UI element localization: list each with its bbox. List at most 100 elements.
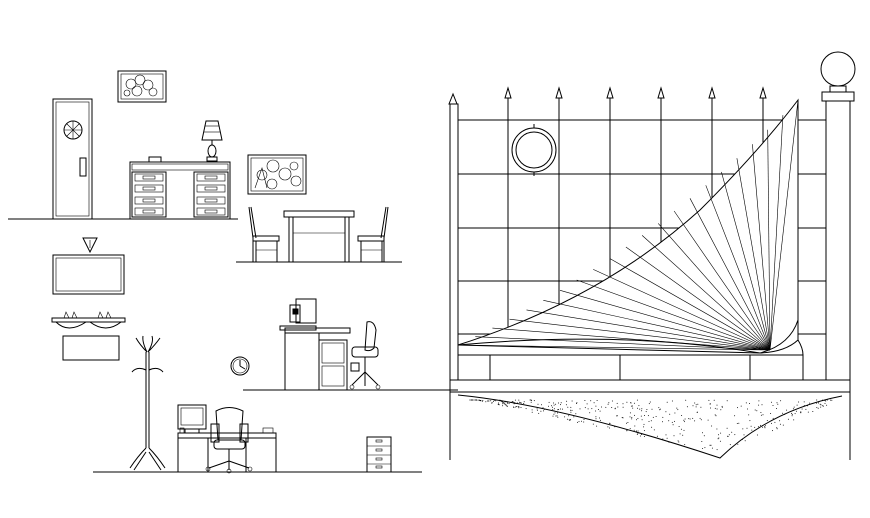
skirt-stipple-dot	[791, 412, 792, 414]
skirt-stipple-dot	[548, 401, 550, 403]
skirt-stipple-dot	[760, 424, 761, 426]
skirt-stipple-dot	[805, 408, 807, 410]
skirt-stipple-dot	[629, 412, 631, 414]
skirt-stipple-dot	[533, 400, 535, 402]
skirt-stipple-dot	[668, 441, 670, 443]
skirt-stipple-dot	[758, 404, 760, 406]
skirt-stipple-dot	[758, 400, 760, 402]
skirt-stipple-dot	[592, 423, 594, 425]
skirt-stipple-dot	[795, 410, 797, 412]
bed-frame	[449, 339, 851, 393]
skirt-stipple-dot	[662, 416, 664, 418]
skirt-stipple-dot	[609, 422, 610, 424]
skirt-stipple-dot	[791, 415, 793, 417]
skirt-stipple-dot	[641, 410, 643, 412]
canopy-pleat-line	[625, 246, 771, 351]
skirt-stipple-dot	[627, 422, 629, 423]
skirt-stipple-dot	[485, 401, 487, 403]
skirt-stipple-dot	[824, 400, 826, 401]
skirt-stipple-dot	[641, 419, 643, 421]
skirt-stipple-dot	[553, 410, 555, 412]
dining-table	[283, 210, 355, 263]
skirt-stipple-dot	[552, 406, 553, 408]
framed-picture	[247, 154, 307, 195]
skirt-stipple-dot	[519, 402, 521, 403]
canopy-pleat-line	[769, 115, 784, 351]
skirt-stipple-dot	[688, 418, 690, 420]
skirt-stipple-dot	[674, 420, 675, 422]
skirt-stipple-dot	[575, 413, 577, 415]
skirt-stipple-dot	[584, 400, 586, 401]
skirt-stipple-dot	[502, 403, 504, 405]
skirt-stipple-dot	[820, 406, 822, 408]
skirt-stipple-dot	[595, 410, 597, 412]
skirt-stipple-dot	[666, 401, 668, 403]
skirt-stipple-dot	[776, 427, 778, 429]
finial-posts	[448, 86, 767, 105]
bathroom-elevation	[51, 237, 166, 471]
canopy-pleat-line	[705, 185, 771, 351]
skirt-stipple-dot	[794, 413, 796, 415]
skirt-stipple-dot	[599, 410, 601, 412]
skirt-stipple-dot	[554, 412, 556, 414]
skirt-stipple-dot	[695, 404, 697, 406]
skirt-stipple-dot	[718, 437, 720, 439]
skirt-stipple-dot	[498, 404, 500, 406]
skirt-stipple-dot	[577, 421, 578, 423]
skirt-stipple-dot	[633, 429, 635, 431]
skirt-stipple-dot	[513, 406, 515, 408]
canopy-pleat-line	[593, 269, 771, 351]
skirt-stipple-dot	[671, 421, 673, 423]
skirt-stipple-dot	[695, 406, 697, 408]
skirt-stipple-dot	[726, 400, 728, 402]
skirt-stipple-dot	[542, 407, 544, 409]
skirt-stipple-dot	[734, 434, 736, 436]
table-lamp	[201, 120, 223, 162]
skirt-stipple-dot	[680, 428, 682, 430]
skirt-stipple-dot	[682, 434, 684, 436]
skirt-stipple-dot	[720, 409, 722, 411]
skirt-stipple-dot	[801, 408, 803, 410]
computer-desk	[177, 404, 277, 473]
skirt-stipple-dot	[557, 409, 559, 411]
skirt-stipple-dot	[472, 399, 474, 401]
skirt-stipple-dot	[626, 401, 628, 403]
skirt-stipple-dot	[647, 415, 649, 417]
skirt-stipple-dot	[756, 434, 758, 436]
skirt-stipple-dot	[683, 419, 685, 421]
skirt-stipple-dot	[638, 405, 640, 407]
skirt-stipple-dot	[686, 406, 688, 408]
skirt-stipple-dot	[493, 400, 495, 401]
skirt-stipple-dot	[714, 414, 716, 416]
framed-picture	[117, 70, 167, 103]
skirt-stipple-dot	[677, 409, 679, 411]
skirt-stipple-dot	[716, 408, 718, 410]
skirt-stipple-dot	[567, 406, 569, 408]
skirt-stipple-dot	[707, 419, 709, 421]
skirt-stipple-dot	[504, 403, 506, 405]
skirt-stipple-dot	[708, 399, 710, 401]
skirt-stipple-dot	[807, 405, 808, 407]
skirt-stipple-dot	[499, 400, 501, 402]
skirt-stipple-dot	[608, 402, 610, 404]
skirt-stipple-dot	[766, 420, 768, 422]
skirt-stipple-dot	[568, 419, 570, 421]
skirt-stipple-dot	[614, 426, 616, 428]
skirt-stipple-dot	[639, 408, 641, 410]
skirt-stipple-dot	[760, 414, 762, 416]
computer-monitor	[177, 404, 207, 430]
skirt-stipple-dot	[616, 402, 618, 404]
skirt-stipple-dot	[740, 405, 742, 407]
skirt-stipple-dot	[541, 404, 542, 406]
skirt-stipple-dot	[498, 402, 500, 404]
skirt-stipple-dot	[636, 434, 638, 435]
skirt-stipple-dot	[719, 440, 721, 442]
skirt-stipple-dot	[570, 409, 572, 411]
skirt-stipple-dot	[772, 405, 774, 406]
skirt-stipple-dot	[713, 399, 715, 401]
skirt-stipple-dot	[792, 408, 794, 410]
skirt-stipple-dot	[571, 409, 573, 411]
skirt-stipple-dot	[630, 405, 632, 407]
lamp-post	[820, 51, 856, 381]
skirt-stipple-dot	[525, 408, 527, 410]
